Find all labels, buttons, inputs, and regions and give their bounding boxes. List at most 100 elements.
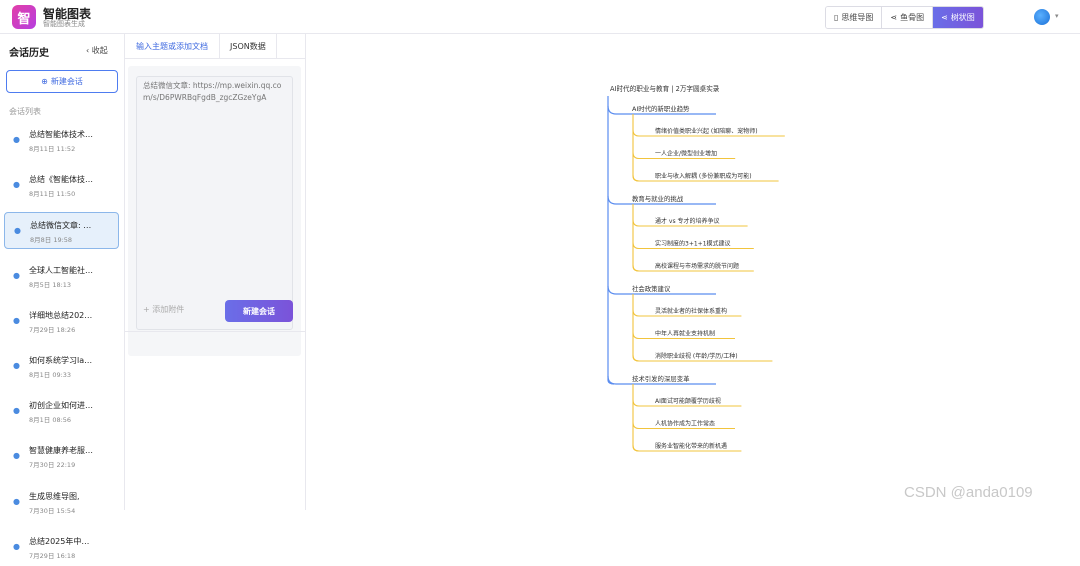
session-title: 总结2025年中…: [29, 536, 90, 546]
panel-divider: [125, 331, 306, 332]
list-item[interactable]: ●智慧健康养老服…7月30日 22:19: [4, 438, 119, 475]
share-icon: ⋖: [890, 13, 898, 22]
app-subtitle: 智能图表生成: [43, 20, 85, 28]
leaf-line: [632, 129, 785, 137]
branch-line: [607, 195, 716, 205]
submit-new-chat-button[interactable]: 新建会话: [225, 300, 293, 322]
session-title: 详细地总结202…: [29, 310, 93, 320]
branch-line: [607, 375, 716, 385]
topic-input[interactable]: [136, 76, 293, 330]
fishbone-view-button[interactable]: ⋖ 鱼骨图: [882, 7, 934, 28]
chat-bubble-icon: ●: [13, 541, 20, 551]
list-item[interactable]: ●如何系统学习la…8月1日 09:33: [4, 348, 119, 385]
list-item[interactable]: ● 总结微信文章: … 8月8日 19:58: [4, 212, 119, 250]
chat-bubble-icon: ●: [13, 496, 20, 506]
document-icon: ▯: [834, 13, 839, 22]
chevron-down-icon[interactable]: ▾: [1055, 12, 1059, 20]
mindmap-view-button[interactable]: ▯ 思维导图: [826, 7, 883, 28]
leaf-node[interactable]: 服务业智能化带来的新机遇: [655, 442, 727, 450]
branch-node[interactable]: 社会政策建议: [632, 284, 671, 293]
session-title: 全球人工智能社…: [29, 265, 93, 275]
leaf-line: [632, 242, 754, 250]
session-title: 总结《智能体技…: [29, 175, 93, 185]
session-title: 总结智能体技术…: [29, 130, 93, 139]
top-bar: 智 智能图表 智能图表生成 ▯ 思维导图 ⋖ 鱼骨图 ⋖ 树状图 ▾: [0, 0, 1080, 34]
sidebar-title: 会话历史: [9, 48, 49, 59]
leaf-node[interactable]: 通才 vs 专才的培养争议: [655, 217, 720, 225]
list-item[interactable]: ● 全球人工智能社… 8月5日 18:13: [4, 258, 119, 295]
session-title: 总结微信文章: …: [30, 221, 92, 231]
plus-icon: +: [143, 305, 150, 314]
input-panel: 输入主题或添加文档 JSON数据 + 添加附件 新建会话: [125, 34, 306, 510]
diagram-canvas[interactable]: AI时代的职业与教育 | 2万字圆桌实录 AI时代的新职业趋势情绪价值类职业兴起 …: [306, 34, 1080, 510]
chat-bubble-icon: ●: [13, 361, 20, 370]
leaf-line: [632, 219, 748, 227]
session-time: 7月29日 16:18: [29, 551, 76, 560]
leaf-node[interactable]: 高校课程与市场需求的脱节问题: [655, 262, 739, 270]
view-switcher: ▯ 思维导图 ⋖ 鱼骨图 ⋖ 树状图: [825, 6, 984, 29]
chat-bubble-icon: ●: [13, 451, 20, 461]
leaf-node[interactable]: 一人企业/微型创业增加: [655, 150, 717, 158]
branch-node[interactable]: 教育与就业的挑战: [632, 194, 684, 203]
avatar[interactable]: [1034, 9, 1050, 25]
chat-bubble-icon: ●: [13, 315, 20, 325]
leaf-node[interactable]: 情绪价值类职业兴起 (如陪聊、宠物师): [655, 127, 758, 135]
leaf-line: [632, 399, 742, 407]
tab-topic-input[interactable]: 输入主题或添加文档: [136, 41, 208, 51]
leaf-node[interactable]: 灵活就业者的社保体系重构: [655, 307, 727, 315]
session-time: 8月5日 18:13: [29, 280, 72, 289]
session-title: 初创企业如何进…: [29, 401, 93, 411]
chevron-left-icon: ‹: [86, 46, 90, 55]
list-item[interactable]: ●总结《智能体技…8月11日 11:50: [4, 167, 119, 204]
new-chat-button[interactable]: ⊕ 新建会话: [6, 70, 118, 93]
app-logo: 智: [12, 5, 36, 29]
tab-json-data[interactable]: JSON数据: [219, 34, 277, 58]
branch-line: [607, 105, 716, 115]
leaf-node[interactable]: 职业与收入解耦 (多份兼职成为可能): [655, 172, 752, 180]
leaf-trunk: [632, 384, 640, 452]
collapse-label: 收起: [91, 46, 108, 55]
list-item[interactable]: ●生成思维导图,7月30日 15:54: [4, 484, 119, 521]
leaf-trunk: [632, 204, 640, 272]
leaf-line: [632, 332, 735, 340]
trunk-connector: [607, 96, 615, 385]
chat-bubble-icon: ●: [14, 226, 21, 236]
attach-label: 添加附件: [152, 305, 185, 314]
session-title: 生成思维导图,: [29, 491, 80, 501]
branch-node[interactable]: 技术引发的深层变革: [632, 374, 690, 383]
session-sidebar: 会话历史 ‹ 收起 ⊕ 新建会话 会话列表 ● 总结智能体技术… 8月11日 11:…: [0, 34, 125, 560]
leaf-node[interactable]: 人机协作成为工作常态: [655, 420, 715, 428]
session-list-label: 会话列表: [9, 107, 41, 116]
list-item[interactable]: ● 总结2025年中… 7月29日 16:18: [4, 529, 119, 566]
session-time: 8月11日 11:52: [29, 145, 76, 153]
leaf-node[interactable]: 实习制度的3+1+1模式建议: [655, 240, 731, 248]
leaf-line: [632, 152, 736, 160]
view-label: 思维导图: [841, 13, 874, 22]
leaf-line: [632, 309, 742, 317]
list-item[interactable]: ● 详细地总结202… 7月29日 18:26: [4, 303, 119, 340]
leaf-node[interactable]: 消除职业歧视 (年龄/学历/工种): [655, 352, 738, 360]
session-title: 智慧健康养老服…: [29, 446, 93, 456]
plus-circle-icon: ⊕: [41, 77, 48, 86]
branch-line: [607, 285, 716, 295]
session-time: 7月29日 18:26: [29, 325, 76, 334]
branch-node[interactable]: AI时代的新职业趋势: [632, 104, 690, 113]
root-node[interactable]: AI时代的职业与教育 | 2万字圆桌实录: [610, 84, 720, 93]
tree-view-button[interactable]: ⋖ 树状图: [933, 7, 983, 28]
leaf-node[interactable]: AI面试可能颠覆学历歧视: [655, 397, 721, 405]
leaf-node[interactable]: 中年人再就业支持机制: [655, 330, 715, 338]
session-time: 8月8日 19:58: [30, 236, 73, 245]
new-chat-label: 新建会话: [50, 77, 83, 86]
list-item[interactable]: ●总结智能体技术…8月11日 11:52: [4, 122, 119, 159]
share-icon: ⋖: [941, 13, 948, 22]
attach-button[interactable]: + 添加附件: [143, 304, 184, 315]
chat-bubble-icon: ●: [13, 270, 20, 280]
chat-bubble-icon: ●: [13, 180, 20, 190]
list-item[interactable]: ●初创企业如何进…8月1日 08:56: [4, 393, 119, 430]
collapse-button[interactable]: ‹ 收起: [86, 45, 108, 56]
session-time: 8月1日 09:33: [29, 371, 72, 379]
leaf-line: [632, 174, 779, 182]
chat-bubble-icon: ●: [13, 406, 20, 416]
watermark: CSDN @anda0109: [904, 484, 1033, 501]
tab-divider: [125, 58, 306, 59]
